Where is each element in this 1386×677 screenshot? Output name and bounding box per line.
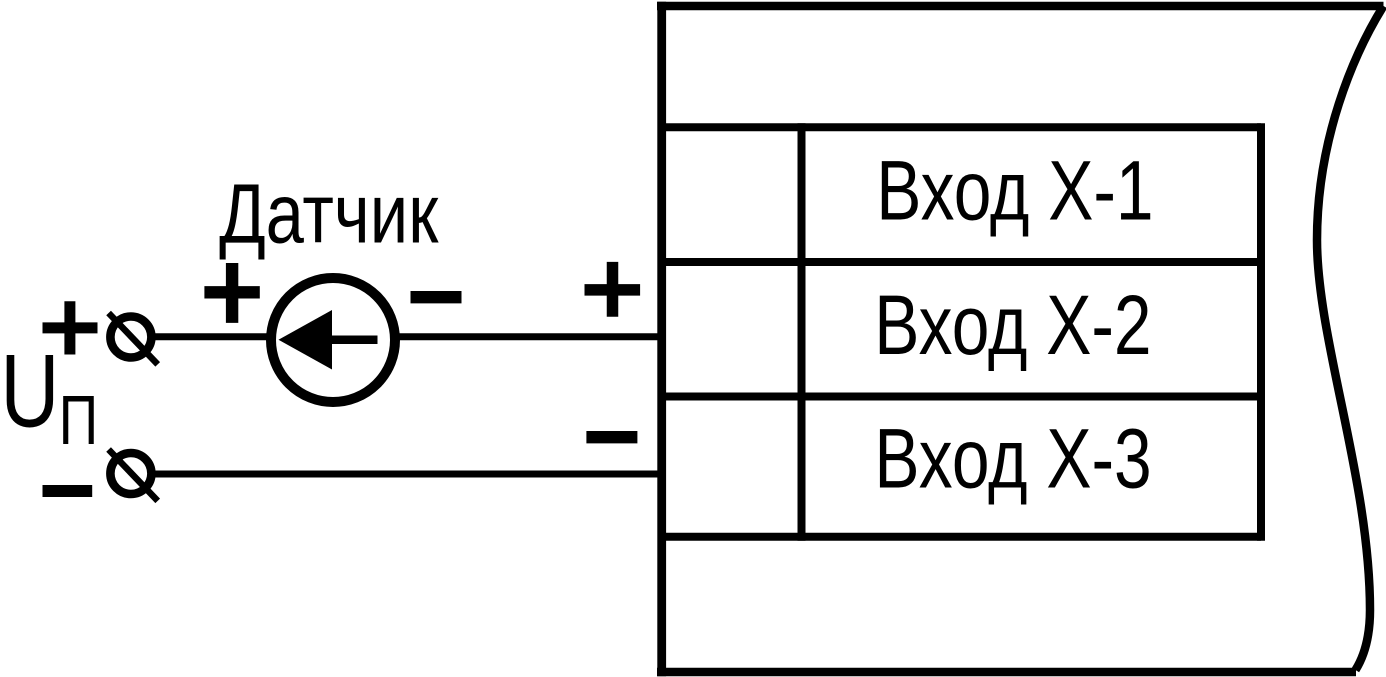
svg-text:Вход Х-3: Вход Х-3 xyxy=(874,413,1151,507)
svg-text:Датчик: Датчик xyxy=(219,168,439,261)
svg-text:U: U xyxy=(0,332,59,449)
svg-text:Вход Х-1: Вход Х-1 xyxy=(876,144,1153,238)
svg-text:П: П xyxy=(59,382,98,460)
svg-text:Вход Х-2: Вход Х-2 xyxy=(874,279,1151,373)
